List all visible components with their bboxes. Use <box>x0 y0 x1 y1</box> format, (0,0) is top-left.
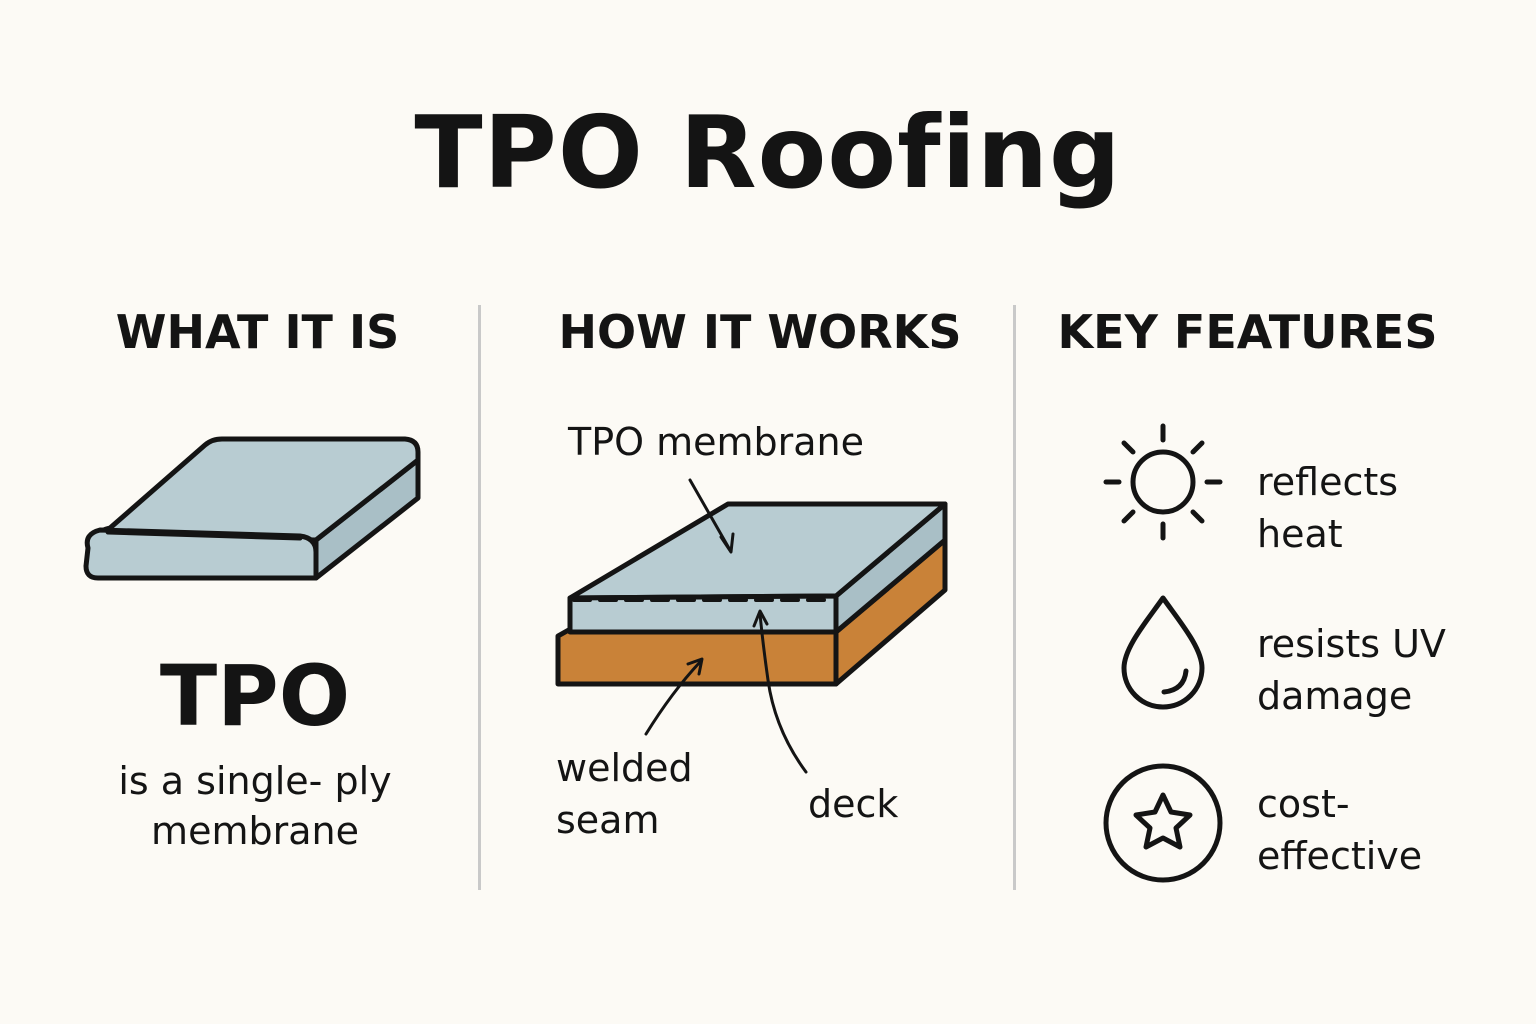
feature-cost-effective: cost- effective <box>1257 782 1423 878</box>
tpo-description: is a single- ply membrane <box>118 759 392 853</box>
how-it-works-heading: HOW IT WORKS <box>558 305 962 359</box>
column-divider-right <box>1013 305 1016 890</box>
membrane-slab-illustration <box>83 436 421 581</box>
what-it-is-heading: WHAT IT IS <box>115 305 400 359</box>
key-features-heading: KEY FEATURES <box>1057 305 1438 359</box>
tpo-label: TPO <box>159 647 351 745</box>
welded-seam-label: welded seam <box>556 746 693 842</box>
star-badge-icon <box>1103 763 1223 883</box>
tpo-membrane-label: TPO membrane <box>568 420 865 464</box>
water-drop-icon <box>1121 595 1205 710</box>
feature-reflects-heat: reflects heat <box>1257 460 1399 556</box>
feature-resists-uv-damage: resists UV damage <box>1257 622 1446 718</box>
roof-layers-illustration <box>555 478 948 774</box>
sun-icon <box>1103 423 1223 541</box>
column-divider-left <box>478 305 481 890</box>
page-title: TPO Roofing <box>414 94 1122 211</box>
deck-label: deck <box>808 782 899 826</box>
